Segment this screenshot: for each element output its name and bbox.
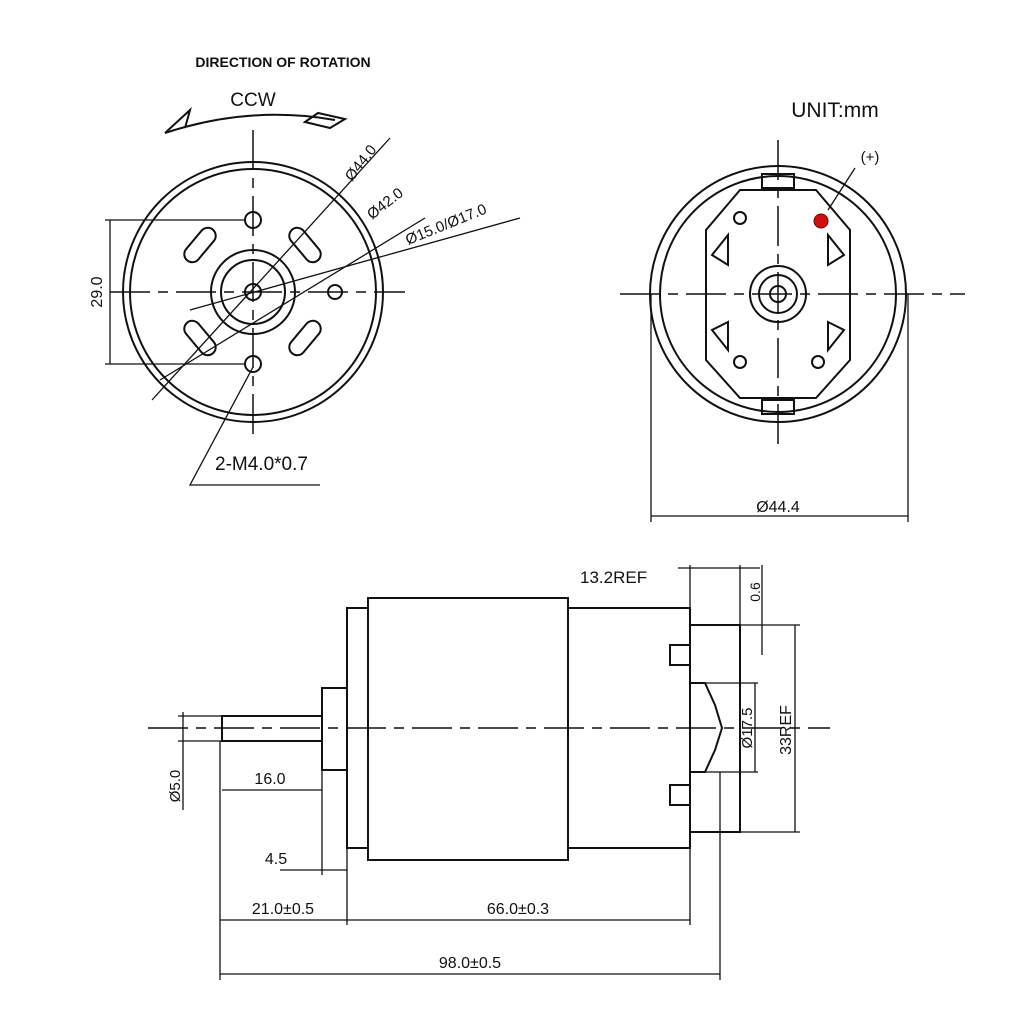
dim-total: 98.0±0.5 <box>439 955 501 972</box>
leader-42 <box>159 217 426 381</box>
rotation-label: CCW <box>230 90 275 111</box>
vent-slots <box>183 226 322 357</box>
rivet <box>733 211 747 225</box>
dim-boss: 4.5 <box>265 851 287 868</box>
dim-hole-spacing: 29.0 <box>89 276 106 307</box>
front-view: DIRECTION OF ROTATION CCW 29.0 Ø44.0 Ø42… <box>89 54 521 486</box>
dim-height-ref: 33REF <box>778 705 795 755</box>
brush-plate <box>705 189 851 399</box>
dim-shaft-dia: Ø5.0 <box>167 770 184 803</box>
brush-windows <box>710 232 846 353</box>
rivet <box>811 355 825 369</box>
polarity-label: (+) <box>861 149 880 166</box>
rotation-arrow-icon <box>164 106 192 134</box>
side-view: 13.2REF 0.6 33REF Ø17.5 Ø5.0 16.0 4.5 21… <box>148 565 830 980</box>
thread-leader <box>188 366 320 486</box>
thread-callout: 2-M4.0*0.7 <box>215 454 308 475</box>
dim-terminal-ref: 13.2REF <box>580 568 647 587</box>
polarity-leader <box>827 167 856 211</box>
bearing-boss <box>321 687 348 771</box>
dim-gap: 0.6 <box>747 582 763 602</box>
rotation-title: DIRECTION OF ROTATION <box>195 54 370 70</box>
rivet <box>733 355 747 369</box>
leader-44 <box>151 137 391 401</box>
dim-outer: Ø44.0 <box>342 142 381 185</box>
rear-view: UNIT:mm (+) Ø44.4 <box>620 99 965 522</box>
positive-terminal-marker <box>813 213 829 229</box>
dim-body: 66.0±0.3 <box>487 901 549 918</box>
rotation-tail <box>302 111 348 130</box>
leader-15 <box>189 217 521 311</box>
unit-label: UNIT:mm <box>791 99 879 122</box>
dim-rear-diameter: Ø44.4 <box>756 499 800 516</box>
dim-shaft-len: 16.0 <box>254 771 285 788</box>
motor-body <box>367 597 569 861</box>
dim-bearing: Ø17.5 <box>739 708 756 749</box>
dim-front: 21.0±0.5 <box>252 901 314 918</box>
terminal-tabs <box>669 644 690 806</box>
dim-hub: Ø15.0/Ø17.0 <box>403 201 489 249</box>
dim-inner: Ø42.0 <box>364 185 407 224</box>
hub-inner <box>220 259 286 325</box>
